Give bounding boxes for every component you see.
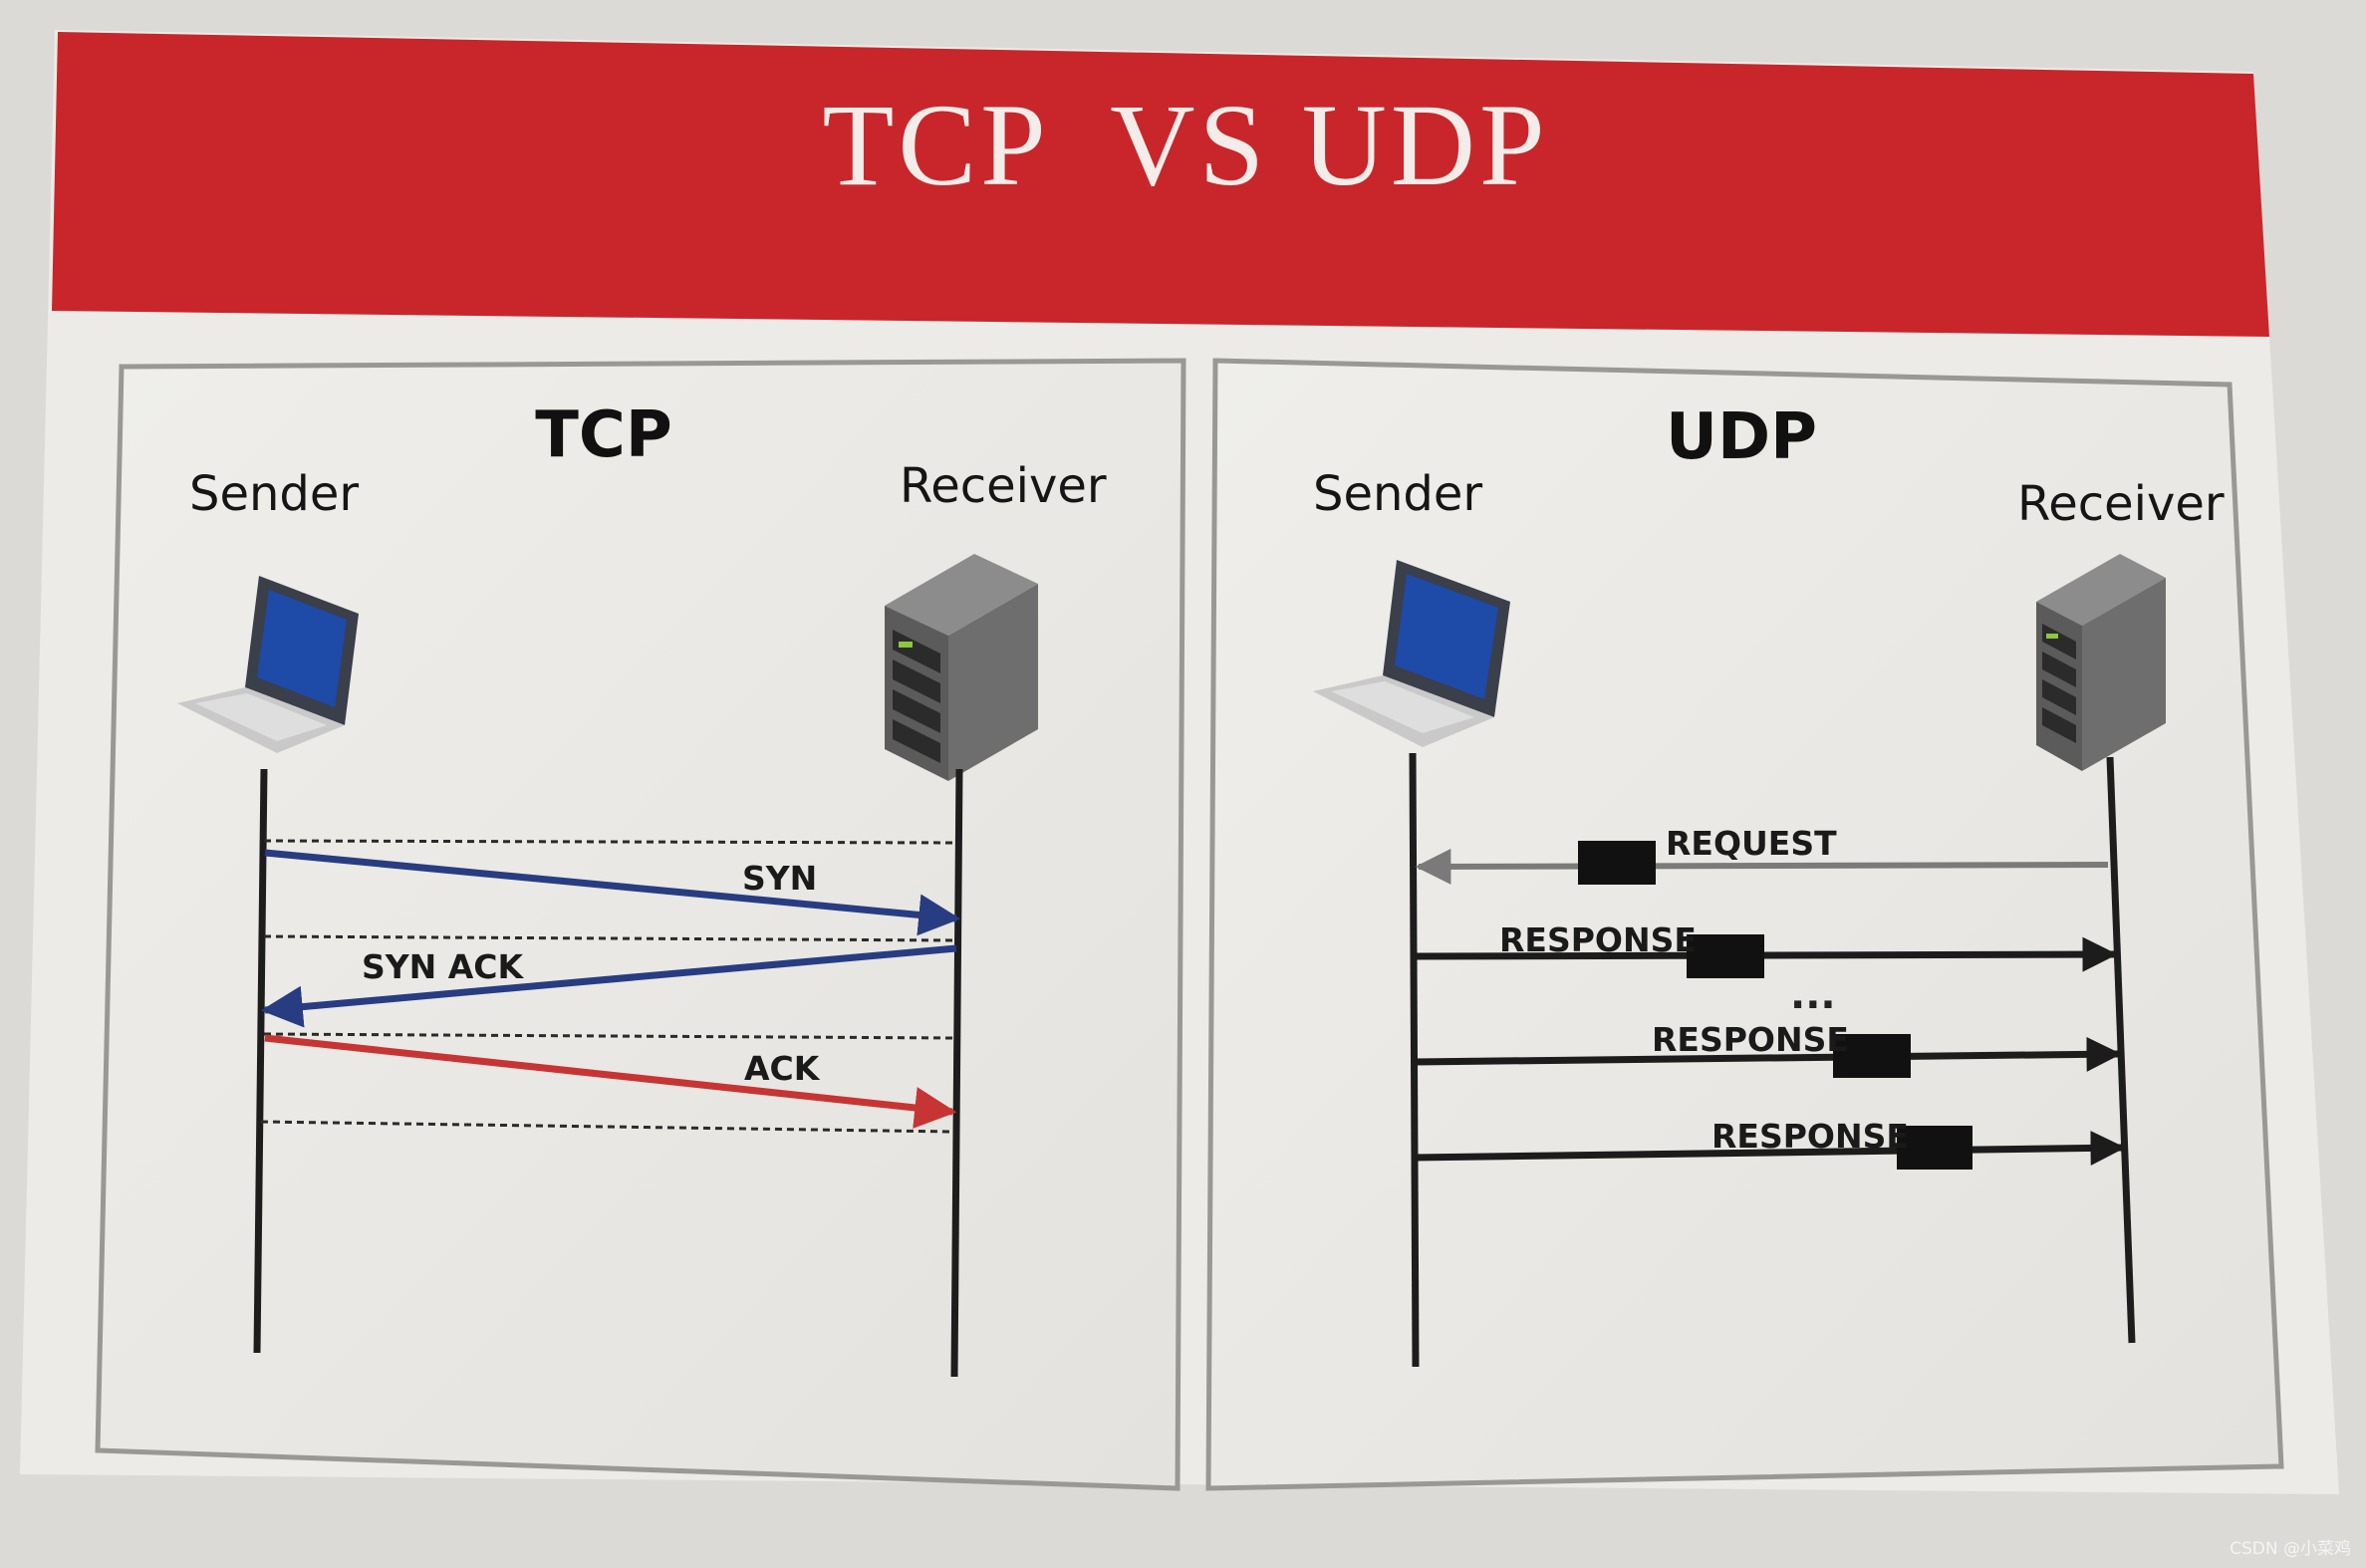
request-arrow [1415, 848, 2109, 885]
udp-receiver-label: Receiver [2017, 476, 2225, 532]
server-icon [2036, 554, 2166, 771]
udp-sender-label: Sender [1313, 466, 1482, 522]
ack-arrow [264, 1034, 957, 1129]
syn-arrow [264, 849, 961, 936]
response-packet-3 [1897, 1126, 1972, 1170]
request-label: REQUEST [1666, 824, 1837, 863]
laptop-icon [1313, 560, 1510, 747]
udp-panel: UDP Sender Receiver REQUEST [1205, 358, 2284, 1491]
tcp-receiver-lifeline [950, 768, 963, 1378]
udp-panel-title: UDP [1666, 400, 1817, 474]
syn-ack-label: SYN ACK [362, 947, 525, 986]
udp-sender-lifeline [1409, 752, 1420, 1368]
request-packet [1578, 841, 1656, 885]
tcp-panel-title: TCP [535, 398, 672, 472]
tcp-receiver-label: Receiver [900, 458, 1107, 514]
response-label-1: RESPONSE [1499, 920, 1697, 959]
response-arrow-2 [1414, 1036, 2122, 1072]
page-title: TCP VS UDP [822, 80, 1548, 210]
syn-ack-arrow [260, 944, 957, 1028]
response-arrow-3 [1414, 1130, 2126, 1166]
tcp-sender-lifeline [253, 768, 268, 1354]
syn-label: SYN [742, 859, 817, 898]
title-banner [52, 32, 2269, 337]
tcp-sender-label: Sender [189, 466, 359, 522]
response-packet-1 [1687, 934, 1764, 978]
response-label-3: RESPONSE [1711, 1117, 1909, 1156]
response-packet-2 [1833, 1034, 1911, 1078]
response-label-2: RESPONSE [1652, 1020, 1849, 1059]
laptop-icon [177, 576, 359, 753]
tcp-dashed-guides [260, 839, 957, 1134]
ellipsis: ... [1790, 972, 1836, 1018]
ack-label: ACK [744, 1049, 821, 1088]
server-icon [885, 554, 1038, 781]
watermark: CSDN @小菜鸡 [2230, 1539, 2351, 1559]
tcp-panel: TCP Sender Receiver [95, 358, 1186, 1491]
